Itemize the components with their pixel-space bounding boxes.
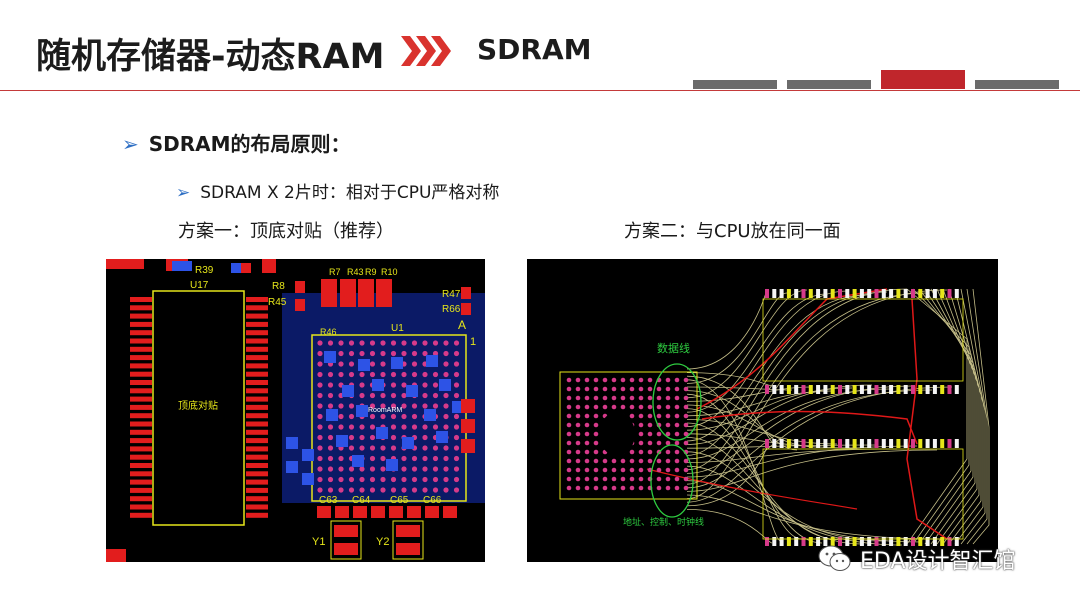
label-1: 1 bbox=[470, 336, 476, 348]
slide-title: 随机存储器-动态RAM bbox=[36, 37, 385, 77]
bullet-level1-text: SDRAM的布局原则： bbox=[148, 132, 351, 156]
sdram-chip-outline bbox=[152, 290, 245, 526]
label-r43: R43 bbox=[347, 267, 364, 277]
label-y2: Y2 bbox=[376, 536, 389, 548]
bullet-arrow-icon: ➢ bbox=[122, 132, 139, 156]
label-u1: U1 bbox=[391, 323, 404, 334]
watermark: EDA设计智汇馆 bbox=[818, 542, 1016, 576]
label-c66: C66 bbox=[423, 495, 442, 506]
label-c63: C63 bbox=[319, 495, 338, 506]
triple-chevron-icon bbox=[401, 36, 451, 66]
label-r45: R45 bbox=[268, 297, 287, 308]
slide-header: 随机存储器-动态RAM SDRAM bbox=[0, 0, 1080, 92]
label-r47: R47 bbox=[442, 289, 461, 300]
chip-label: 顶底对贴 bbox=[178, 399, 218, 412]
label-y1: Y1 bbox=[312, 536, 325, 548]
pcb-image-same-side: 数据线 地址、控制、时钟线 bbox=[527, 259, 998, 562]
label-u17: U17 bbox=[190, 280, 209, 291]
label-c64: C64 bbox=[352, 495, 371, 506]
header-divider bbox=[0, 90, 1080, 91]
label-a: A bbox=[458, 318, 466, 332]
right-caption: 方案二：与CPU放在同一面 bbox=[624, 221, 841, 242]
progress-tab-3-active bbox=[881, 70, 965, 89]
label-r7: R7 bbox=[329, 267, 341, 277]
wechat-icon bbox=[818, 545, 851, 571]
pcb-image-top-bottom: 顶底对贴 R39 U17 R8 R45 R7 R43 R9 R10 R47 R6… bbox=[106, 259, 485, 562]
label-room: RoomARM bbox=[368, 407, 402, 414]
progress-tab-2 bbox=[787, 80, 871, 89]
slide-subtitle: SDRAM bbox=[477, 33, 592, 66]
left-caption: 方案一：顶底对贴（推荐） bbox=[178, 221, 394, 242]
label-r39: R39 bbox=[195, 265, 214, 276]
label-data-lines: 数据线 bbox=[657, 341, 690, 355]
watermark-text: EDA设计智汇馆 bbox=[860, 549, 1016, 574]
label-c65: C65 bbox=[390, 495, 409, 506]
progress-tab-1 bbox=[693, 80, 777, 89]
label-r9: R9 bbox=[365, 267, 377, 277]
bullet-level1: ➢ SDRAM的布局原则： bbox=[122, 128, 351, 157]
label-addr-lines: 地址、控制、时钟线 bbox=[623, 516, 704, 527]
label-r66: R66 bbox=[442, 304, 461, 315]
label-r8: R8 bbox=[272, 281, 285, 292]
label-r10: R10 bbox=[381, 267, 398, 277]
bullet-level2: ➢ SDRAM X 2片时：相对于CPU严格对称 bbox=[176, 178, 499, 203]
bullet-level2-text: SDRAM X 2片时：相对于CPU严格对称 bbox=[200, 183, 500, 203]
progress-tab-4 bbox=[975, 80, 1059, 89]
bullet-arrow-icon: ➢ bbox=[176, 183, 191, 203]
label-r46: R46 bbox=[320, 327, 337, 337]
